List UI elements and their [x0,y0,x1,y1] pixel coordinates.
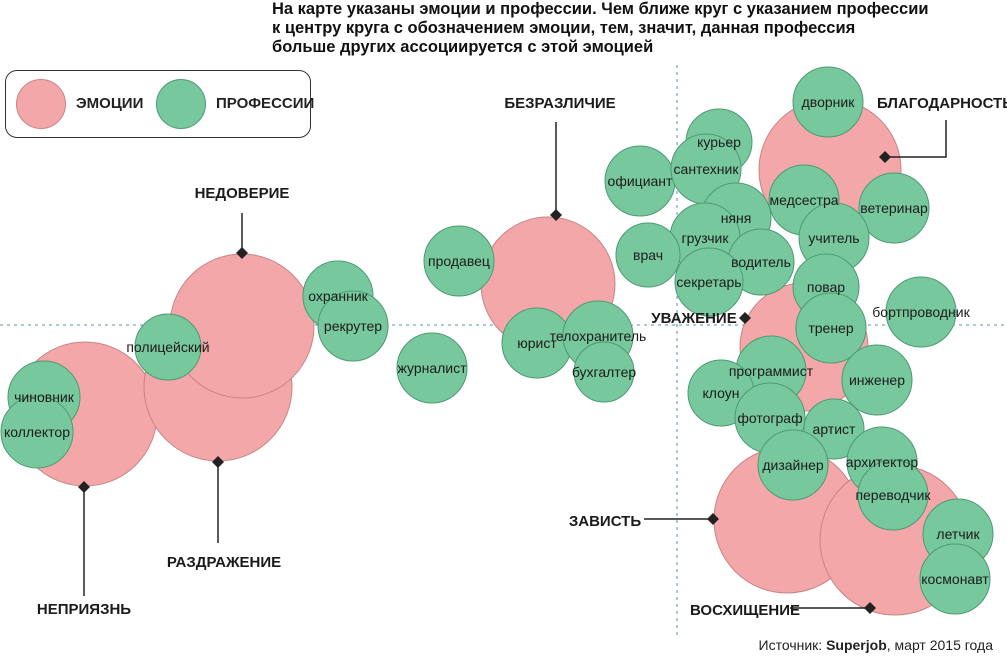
profession-label-fotograf: фотограф [737,410,802,426]
emotion-label-blagodarnost: БЛАГОДАРНОСТЬ [877,95,1007,112]
profession-label-nyanya: няня [721,210,752,226]
profession-label-zhurnalist: журналист [397,360,467,376]
marker-nepriyazn [78,481,90,493]
profession-label-artist: артист [813,421,856,437]
legend-emotion-label: ЭМОЦИИ [76,95,144,112]
profession-label-kosmonavt: космонавт [921,571,989,587]
header-text: На карте указаны эмоции и профессии. Чем… [272,0,972,57]
source-brand: Superjob [826,637,887,653]
source-note: Источник: Superjob, март 2015 года [759,637,993,653]
emotion-label-uvazhenie: УВАЖЕНИЕ [651,310,736,327]
legend-emotion-swatch [16,79,66,129]
source-prefix: Источник: [758,637,827,653]
profession-circle-bortprovodnik [885,276,957,348]
profession-label-vrach: врач [633,247,663,263]
marker-nedoverie [236,247,248,259]
emotion-label-nedoverie: НЕДОВЕРИЕ [195,185,290,202]
profession-label-medsestra: медсестра [769,192,838,208]
leader-line-blagodarnost [885,120,947,158]
profession-circle-vrach [615,222,681,288]
profession-label-uchitel: учитель [808,230,859,246]
profession-circle-prodavec [423,225,495,297]
legend-profession-label: ПРОФЕССИИ [216,95,315,112]
profession-label-bukhgalter: бухгалтер [572,364,637,380]
profession-label-gruzchik: грузчик [682,230,730,246]
profession-label-sekretar: секретарь [676,274,741,290]
emotion-markers [78,120,947,614]
legend-profession-swatch [156,79,206,129]
profession-label-veterinar: ветеринар [860,200,928,216]
marker-razdrazhenie [212,456,224,468]
marker-zavist [707,513,719,525]
marker-uvazhenie [739,312,751,324]
profession-label-rekruter: рекрутер [324,318,382,334]
profession-circle-bukhgalter [573,341,635,403]
emotion-label-zavist: ЗАВИСТЬ [569,513,641,530]
header-line: больше других ассоциируется с этой эмоци… [272,38,654,56]
emotion-label-razdrazhenie: РАЗДРАЖЕНИЕ [167,554,281,571]
profession-label-policeyskiy: полицейский [126,339,209,355]
profession-label-voditel: водитель [731,254,791,270]
source-suffix: , март 2015 года [886,637,993,653]
emotion-label-bezrazlichie: БЕЗРАЗЛИЧИЕ [504,95,615,112]
profession-label-bortprovodnik: бортпроводник [872,304,970,320]
profession-label-kloun: клоун [703,385,740,401]
profession-circle-kollektor [0,395,74,469]
emotion-label-voskhishchenie: ВОСХИЩЕНИЕ [690,602,800,619]
profession-label-perevodchik: переводчик [855,487,931,503]
profession-circle-zhurnalist [396,332,468,404]
profession-label-povar: повар [807,279,845,295]
profession-label-inzhener: инженер [849,372,905,388]
marker-bezrazlichie [550,209,562,221]
header-line: к центру круга с обозначением эмоции, те… [272,19,856,37]
profession-circle-inzhener [841,344,913,416]
profession-label-kurer: курьер [697,134,741,150]
profession-circle-perevodchik [857,459,929,531]
profession-circle-veterinar [858,172,930,244]
profession-label-letchik: летчик [936,526,980,542]
marker-blagodarnost [879,151,891,163]
profession-label-trener: тренер [808,320,854,336]
profession-label-programmist: программист [729,363,814,379]
marker-voskhishchenie [864,602,876,614]
profession-label-chinovnik: чиновник [14,389,75,405]
profession-circle-dvornik [792,66,864,138]
profession-label-okhrannik: охранник [308,288,368,304]
emotion-label-nepriyazn: НЕПРИЯЗНЬ [37,601,131,618]
profession-label-yurist: юрист [517,335,557,351]
profession-circle-sekretar [674,247,744,317]
profession-label-arkhitektor: архитектор [846,454,919,470]
profession-circle-policeyskiy [134,313,202,381]
profession-label-kollektor: коллектор [4,424,70,440]
labels: НЕПРИЯЗНЬ РАЗДРАЖЕНИЕ НЕДОВЕРИЕ БЕЗРАЗЛИЧИЕ… [37,95,1007,619]
profession-label-prodavec: продавец [428,253,490,269]
profession-label-telokhranitel: телохранитель [550,328,647,344]
profession-label-santekhnik: сантехник [674,161,740,177]
profession-circles: чиновник коллектор полицейский охранник рекр… [0,66,994,615]
profession-circle-trener [795,292,867,364]
legend: ЭМОЦИИ ПРОФЕССИИ [5,70,315,138]
header-line: На карте указаны эмоции и профессии. Чем… [272,0,929,18]
profession-circle-kosmonavt [919,543,991,615]
profession-circle-rekruter [317,290,389,362]
profession-circle-dizayner [757,429,829,501]
profession-label-oficiant: официант [608,173,673,189]
profession-label-dvornik: дворник [802,94,856,110]
profession-label-dizayner: дизайнер [762,457,824,473]
